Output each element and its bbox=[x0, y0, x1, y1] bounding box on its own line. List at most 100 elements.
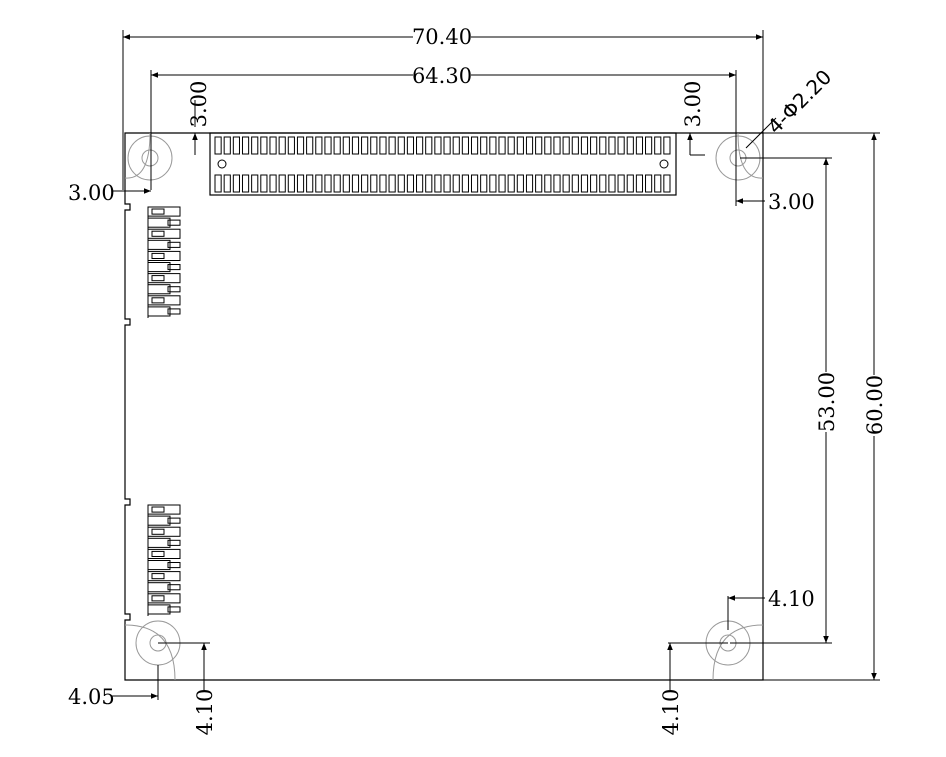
header-pin bbox=[443, 136, 451, 155]
side-pad bbox=[147, 217, 171, 228]
header-pin bbox=[416, 136, 424, 155]
header-pin bbox=[590, 136, 598, 155]
side-pad bbox=[147, 262, 171, 273]
header-pin bbox=[416, 174, 424, 193]
dimension-right-margin-bottom: 4.10 bbox=[727, 587, 815, 630]
side-pad-inner bbox=[151, 550, 165, 558]
header-pin bbox=[608, 174, 616, 193]
header-pin bbox=[535, 136, 543, 155]
side-pad-inner bbox=[151, 252, 165, 259]
header-pin bbox=[324, 136, 332, 155]
header-pin bbox=[232, 174, 240, 193]
header-pin bbox=[663, 174, 671, 193]
header-pin bbox=[223, 136, 231, 155]
header-pin bbox=[461, 174, 469, 193]
side-pad-inner bbox=[167, 286, 181, 293]
side-pad bbox=[147, 560, 171, 571]
header-span-label: 64.30 bbox=[412, 64, 472, 88]
header-pin bbox=[370, 174, 378, 193]
header-pin bbox=[333, 136, 341, 155]
header-pin bbox=[241, 136, 250, 155]
header-pin bbox=[361, 174, 369, 193]
side-connector-lower bbox=[147, 504, 181, 616]
header-pin bbox=[635, 174, 644, 193]
side-pad-inner bbox=[151, 595, 165, 602]
side-pad bbox=[147, 284, 171, 295]
header-pin bbox=[535, 174, 543, 193]
dimension-bottom-left-offset: 4.10 bbox=[158, 642, 217, 736]
header-pin bbox=[645, 174, 653, 193]
header-pin bbox=[507, 136, 515, 155]
header-pin bbox=[278, 174, 286, 193]
side-pad-inner bbox=[151, 275, 165, 282]
header-pin bbox=[370, 136, 378, 155]
dimension-header-span: 64.30 bbox=[150, 64, 737, 206]
header-pin bbox=[269, 174, 277, 193]
header-pin bbox=[351, 174, 360, 193]
header-pin bbox=[470, 174, 479, 193]
corner-relief-bottom-left bbox=[124, 624, 176, 681]
side-pad bbox=[147, 515, 171, 526]
header-pin bbox=[571, 174, 579, 193]
header-pin bbox=[525, 174, 534, 193]
header-pin bbox=[287, 136, 295, 155]
header-pin bbox=[480, 136, 488, 155]
dimension-left-margin-top: 3.00 bbox=[68, 181, 151, 205]
header-key-hole-left bbox=[217, 159, 227, 169]
left-margin-bottom-label: 4.05 bbox=[68, 685, 115, 709]
header-pin bbox=[544, 136, 552, 155]
header-pin bbox=[498, 174, 506, 193]
header-pin bbox=[599, 136, 607, 155]
mounting-hole-top-left bbox=[127, 135, 173, 181]
overall-width-label: 70.40 bbox=[412, 25, 472, 49]
header-pin bbox=[480, 174, 488, 193]
header-pin bbox=[553, 136, 561, 155]
bottom-left-offset-label: 4.10 bbox=[193, 689, 217, 736]
header-pin bbox=[251, 136, 259, 155]
side-connector-upper bbox=[147, 206, 181, 318]
header-pin bbox=[306, 174, 314, 193]
header-pin bbox=[635, 136, 644, 155]
side-pad-inner bbox=[151, 573, 165, 580]
header-pin bbox=[342, 136, 350, 155]
header-pin bbox=[654, 136, 662, 155]
header-pin bbox=[315, 174, 323, 193]
side-pad-inner bbox=[151, 230, 165, 237]
dimension-header-edge-right: 3.00 bbox=[681, 81, 705, 156]
header-pin bbox=[617, 174, 625, 193]
header-pin bbox=[406, 136, 415, 155]
header-pin bbox=[397, 174, 405, 193]
header-key-hole-right bbox=[659, 159, 669, 169]
header-pin bbox=[498, 136, 506, 155]
side-pad bbox=[147, 582, 171, 593]
dimension-header-edge-left: 3.00 bbox=[187, 81, 211, 155]
side-pad-inner bbox=[167, 219, 181, 226]
side-pad-inner bbox=[167, 308, 181, 315]
side-pad-inner bbox=[167, 584, 181, 591]
header-pin bbox=[260, 136, 268, 155]
header-pin bbox=[544, 174, 552, 193]
board-outline bbox=[124, 132, 764, 681]
side-pad-inner bbox=[151, 208, 165, 215]
header-pin bbox=[214, 136, 222, 155]
header-pin bbox=[553, 174, 561, 193]
side-pad-inner bbox=[167, 241, 181, 248]
header-pin bbox=[342, 174, 350, 193]
header-pin bbox=[425, 174, 433, 193]
header-pin bbox=[562, 136, 570, 155]
header-pin bbox=[232, 136, 240, 155]
corner-relief-top-left bbox=[124, 132, 151, 179]
header-pin bbox=[626, 136, 634, 155]
header-pin bbox=[580, 174, 589, 193]
header-pin bbox=[580, 136, 589, 155]
header-pin bbox=[296, 174, 305, 193]
header-pin bbox=[608, 136, 616, 155]
side-pad bbox=[147, 604, 171, 615]
hole-spec-label: 4-Φ2.20 bbox=[763, 65, 837, 139]
header-pin bbox=[525, 136, 534, 155]
header-pin bbox=[287, 174, 295, 193]
side-pad-inner bbox=[151, 506, 165, 513]
side-pad bbox=[147, 306, 171, 317]
hole-callout: 4-Φ2.20 bbox=[745, 65, 837, 149]
header-pin bbox=[351, 136, 360, 155]
